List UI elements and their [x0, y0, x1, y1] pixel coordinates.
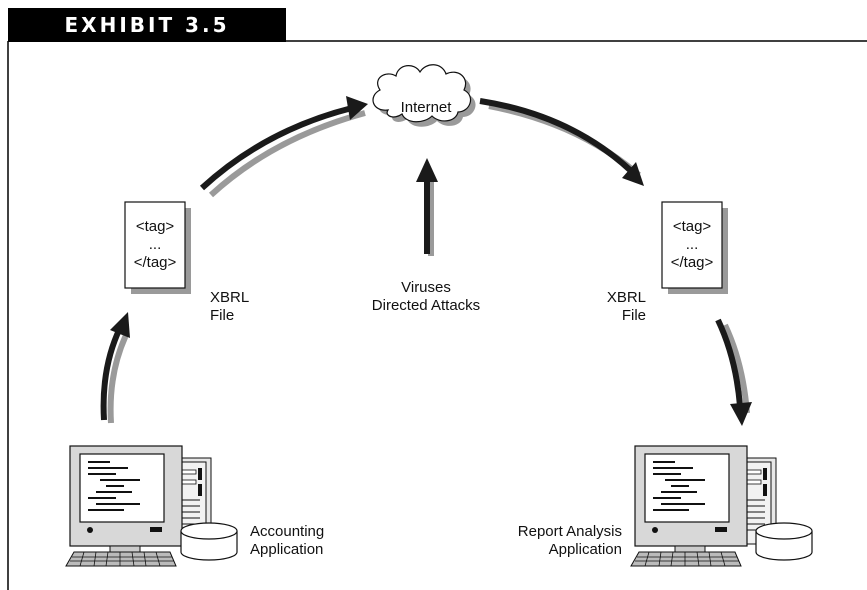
arrow-computer-to-doc [100, 312, 130, 424]
arrow-to-internet [199, 96, 368, 198]
right-doc-ellipsis: ... [685, 236, 699, 253]
arrow-from-internet [479, 98, 644, 186]
right-computer [630, 445, 813, 567]
right-doc-tag-close: </tag> [670, 254, 714, 271]
report-application-label: Application [548, 541, 622, 558]
left-xbrl-document [124, 201, 191, 294]
right-xbrl-document [661, 201, 728, 294]
right-file-label: File [621, 307, 646, 324]
left-file-label: File [210, 307, 235, 324]
left-doc-tag-close: </tag> [133, 254, 177, 271]
threats-viruses-label: Viruses [401, 279, 451, 296]
accounting-application-label: Application [250, 541, 324, 558]
left-xbrl-label: XBRL [210, 289, 250, 306]
left-database-icon [180, 522, 238, 561]
arrow-threats-up [416, 158, 438, 256]
left-doc-tag-open: <tag> [135, 218, 175, 235]
internet-cloud [372, 64, 476, 127]
accounting-label: Accounting [250, 523, 325, 540]
exhibit-title: EXHIBIT 3.5 [8, 8, 286, 42]
arrow-doc-to-computer [715, 318, 752, 426]
right-doc-tag-open: <tag> [672, 218, 712, 235]
right-xbrl-label: XBRL [606, 289, 646, 306]
right-database-icon [755, 522, 813, 561]
left-doc-ellipsis: ... [148, 236, 162, 253]
threats-attacks-label: Directed Attacks [371, 297, 481, 314]
report-analysis-label: Report Analysis [517, 523, 622, 540]
left-computer [65, 445, 238, 567]
internet-label: Internet [400, 99, 452, 116]
